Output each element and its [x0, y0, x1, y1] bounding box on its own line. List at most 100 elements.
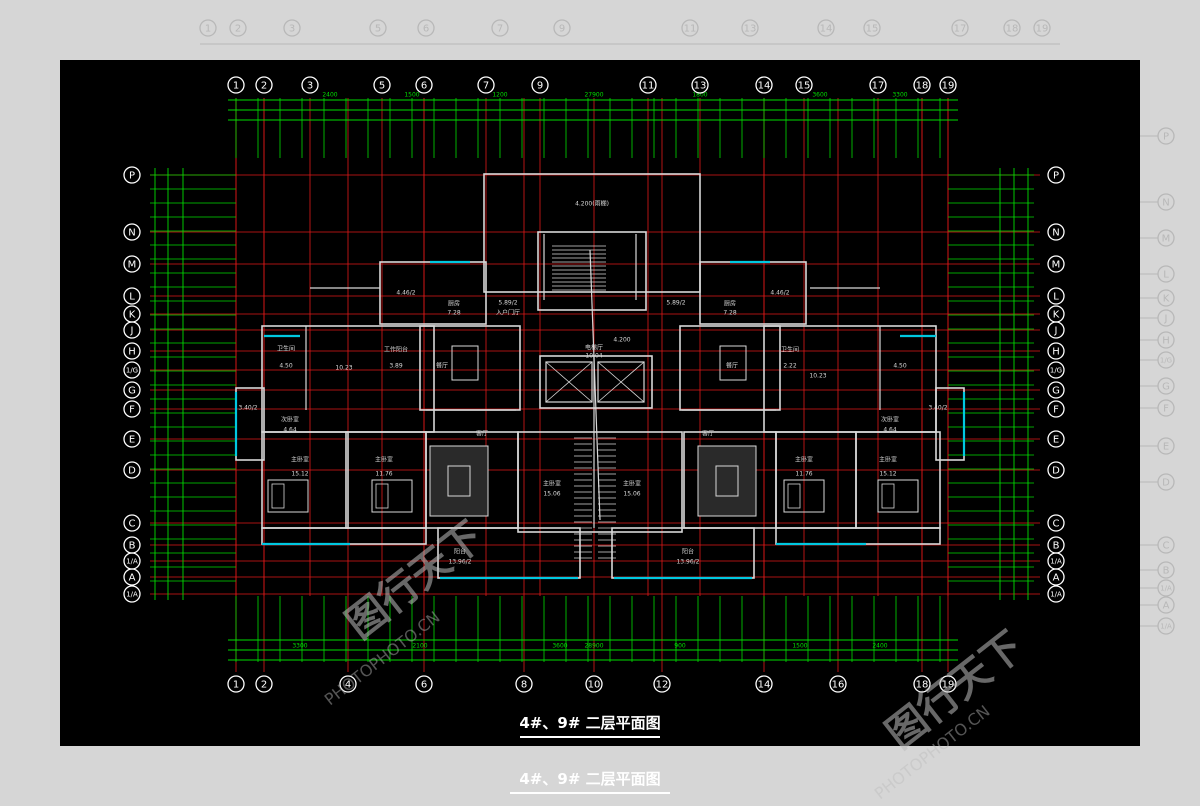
room-label-7: 4.46/2 [396, 290, 415, 297]
axis-left-5-label: J [130, 326, 134, 337]
room-label-13: 卫生间 [277, 345, 295, 353]
ghost-right-axis-13-circle [1157, 561, 1175, 579]
ghost-top-axis-12-circle [1003, 19, 1021, 37]
ghost-right-axis-4-label: K [1163, 294, 1170, 305]
ghost-right-axis-14-label: 1/A [1160, 585, 1172, 593]
room-label-19: 卫生间 [781, 346, 799, 354]
room-label-28: 15.12 [291, 471, 308, 478]
room-label-25: 次卧室 [281, 416, 299, 424]
ghost-right-axis-10-label: E [1163, 442, 1169, 453]
room-label-0: 4.200(雨棚) [575, 200, 609, 208]
axis-bottom-5-label: 10 [588, 680, 601, 691]
ghost-top-axis-1-label: 2 [235, 24, 241, 35]
ghost-top-axis-7-label: 11 [684, 24, 697, 35]
axis-right-12-label: C [1053, 519, 1060, 530]
axis-bottom-2-circle [339, 675, 357, 693]
ghost-top-axis-8-circle [741, 19, 759, 37]
axis-right-14-label: 1/A [1050, 558, 1062, 566]
room-label-39: 主卧室 [879, 456, 897, 464]
ghost-right-axis-2-label: M [1162, 234, 1171, 245]
ghost-right-axis-15-label: A [1163, 601, 1170, 612]
ghost-right-axis-9-circle [1157, 399, 1175, 417]
room-label-21: 餐厅 [726, 362, 738, 370]
room-label-2: 入户门厅 [496, 309, 520, 317]
room-label-44: 阳台 [454, 548, 466, 556]
ghost-right-axis-1-circle [1157, 193, 1175, 211]
axis-bottom-9-circle [913, 675, 931, 693]
axis-bottom-1-label: 2 [261, 680, 267, 691]
dim-text-bottom-1: 2100 [412, 643, 427, 650]
ghost-right-axis-16-circle [1157, 617, 1175, 635]
axis-right-15-circle [1047, 568, 1065, 586]
axis-right-10-label: E [1053, 435, 1059, 446]
coffee-table-0 [447, 465, 471, 497]
title-underline [520, 736, 660, 738]
axis-left-2-label: M [128, 260, 137, 271]
ghost-right-axis-12-circle [1157, 536, 1175, 554]
axis-top-5-circle [477, 76, 495, 94]
dim-text-top-5: 3300 [892, 92, 907, 99]
axis-left-8-circle [123, 381, 141, 399]
axis-top-5-label: 7 [483, 81, 489, 92]
ghost-right-axis-11-label: D [1162, 478, 1170, 489]
bed-1 [371, 479, 413, 513]
axis-top-2-circle [301, 76, 319, 94]
ghost-right-axis-8-circle [1157, 377, 1175, 395]
axis-right-16-circle [1047, 585, 1065, 603]
ghost-top-axis-3-label: 5 [375, 24, 381, 35]
axis-right-11-label: D [1052, 466, 1060, 477]
ghost-top-axis-1-circle [229, 19, 247, 37]
axis-right-1-label: N [1052, 228, 1059, 239]
room-label-5: 电梯厅 [585, 344, 603, 352]
room-label-33: 客厅 [476, 430, 488, 438]
ghost-top-axis-5-label: 7 [497, 24, 503, 35]
axis-bottom-10-circle [939, 675, 957, 693]
room-label-20: 2.22 [783, 363, 797, 370]
axis-right-0-circle [1047, 166, 1065, 184]
room-label-30: 11.76 [375, 471, 392, 478]
axis-right-6-circle [1047, 342, 1065, 360]
axis-top-8-label: 13 [694, 81, 707, 92]
ghost-top-axis-5-circle [491, 19, 509, 37]
axis-top-13-label: 19 [942, 81, 955, 92]
ghost-right-axis-6-label: H [1162, 336, 1170, 347]
axis-right-7-circle [1047, 361, 1065, 379]
ghost-right-axis-7-label: 1/G [1160, 357, 1172, 365]
room-label-17: 3.89 [389, 363, 403, 370]
room-label-12: 4.46/2 [770, 290, 789, 297]
dim-text-bottom-6: 28900 [584, 643, 603, 650]
ghost-right-axis-13-label: B [1163, 566, 1170, 577]
room-label-36: 客厅 [702, 430, 714, 438]
axis-right-2-label: M [1052, 260, 1061, 271]
room-label-40: 15.12 [879, 471, 896, 478]
dim-text-bottom-4: 1500 [792, 643, 807, 650]
axis-top-8-circle [691, 76, 709, 94]
axis-top-1-label: 2 [261, 81, 267, 92]
room-label-35: 15.06 [623, 491, 640, 498]
pillow-3 [881, 483, 895, 509]
axis-bottom-1-circle [255, 675, 273, 693]
elevator-0 [545, 361, 593, 403]
room-label-6: 10.04 [585, 353, 602, 360]
ghost-top-axis-13-circle [1033, 19, 1051, 37]
axis-grid-layer [150, 98, 1040, 672]
axis-bottom-9-label: 18 [916, 680, 929, 691]
room-label-4: 4.200 [613, 337, 630, 344]
axis-left-15-circle [123, 568, 141, 586]
axis-left-4-label: K [129, 310, 136, 321]
axis-bottom-5-circle [585, 675, 603, 693]
dining-table-1 [719, 345, 747, 381]
ghost-top-axis-11-label: 17 [954, 24, 967, 35]
axis-top-9-circle [755, 76, 773, 94]
axis-top-10-label: 15 [798, 81, 811, 92]
axis-left-13-label: B [129, 541, 136, 552]
axis-bottom-6-label: 12 [656, 680, 669, 691]
elevator-1 [597, 361, 645, 403]
axis-right-6-label: H [1052, 347, 1060, 358]
room-label-16: 工作阳台 [384, 346, 408, 354]
axis-top-0-label: 1 [233, 81, 239, 92]
caption-underline [510, 792, 670, 794]
living-rug-1 [697, 445, 757, 517]
